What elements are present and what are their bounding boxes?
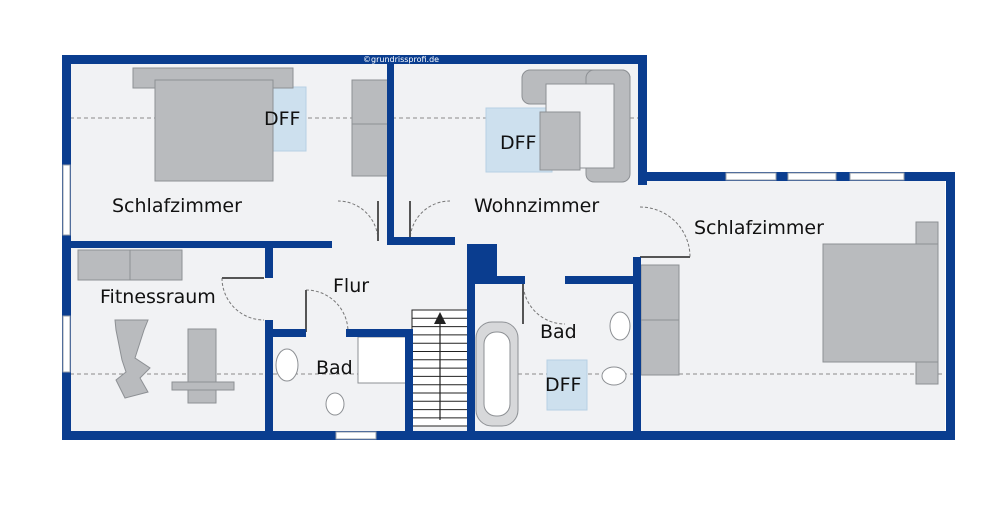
double-bed <box>154 79 274 182</box>
shower-tray <box>357 336 407 384</box>
stair-arrowhead <box>434 312 446 324</box>
wall-north <box>62 55 647 64</box>
dumbbell-bar <box>171 381 235 391</box>
exercise-bike <box>114 319 151 399</box>
wall-bad2-east <box>633 257 641 437</box>
copyright-notice: ©grundrissprofi.de <box>363 55 439 64</box>
door-leaves <box>222 201 690 332</box>
double-bed-east <box>822 243 939 363</box>
room-label-flur: Flur <box>333 275 369 297</box>
skylight-3 <box>546 359 588 411</box>
room-label-bad-1: Bad <box>316 357 353 379</box>
stair-column <box>467 244 497 280</box>
windows <box>62 164 905 440</box>
armchair <box>539 111 581 171</box>
window-north-east-1 <box>725 172 777 181</box>
wardrobe <box>351 79 391 177</box>
room-label-fitnessraum: Fitnessraum <box>100 286 216 308</box>
wall-bedroom-south <box>62 241 332 248</box>
bathtub-inner <box>483 331 511 417</box>
wall-bad1-east <box>405 329 413 437</box>
window-west-1 <box>62 164 71 236</box>
window-south-bad <box>335 431 377 440</box>
room-label-bad-2: Bad <box>540 321 577 343</box>
toilet-bad-1 <box>325 392 345 416</box>
wall-fitness-flur <box>265 243 273 278</box>
dff-label-2: DFF <box>500 132 537 154</box>
furniture <box>77 67 939 427</box>
window-north-east-3 <box>849 172 905 181</box>
wall-stair-east <box>467 276 475 436</box>
sink-bad-1 <box>275 348 299 382</box>
wall-bad2-north <box>467 276 525 284</box>
wall-east-upper <box>638 55 647 185</box>
wall-south <box>62 431 955 440</box>
dff-label-3: DFF <box>545 374 582 396</box>
room-label-wohnzimmer: Wohnzimmer <box>474 195 599 217</box>
wall-bed-living <box>387 62 394 244</box>
wall-fitness-east <box>265 320 273 437</box>
wall-bad1-north <box>346 329 408 337</box>
room-label-schlafzimmer-2: Schlafzimmer <box>694 217 824 239</box>
toilet-bad-2 <box>601 366 627 386</box>
sink-bad-2 <box>609 311 631 341</box>
window-north-east-2 <box>787 172 837 181</box>
wall-living-corner <box>387 237 455 245</box>
dff-label-1: DFF <box>264 108 301 130</box>
weight-bench <box>187 328 217 404</box>
window-west-2 <box>62 315 71 373</box>
wall-bad1-north-left <box>273 329 306 337</box>
wall-bad2-north-right <box>565 276 640 284</box>
room-label-schlafzimmer-1: Schlafzimmer <box>112 195 242 217</box>
wall-east <box>946 172 955 440</box>
